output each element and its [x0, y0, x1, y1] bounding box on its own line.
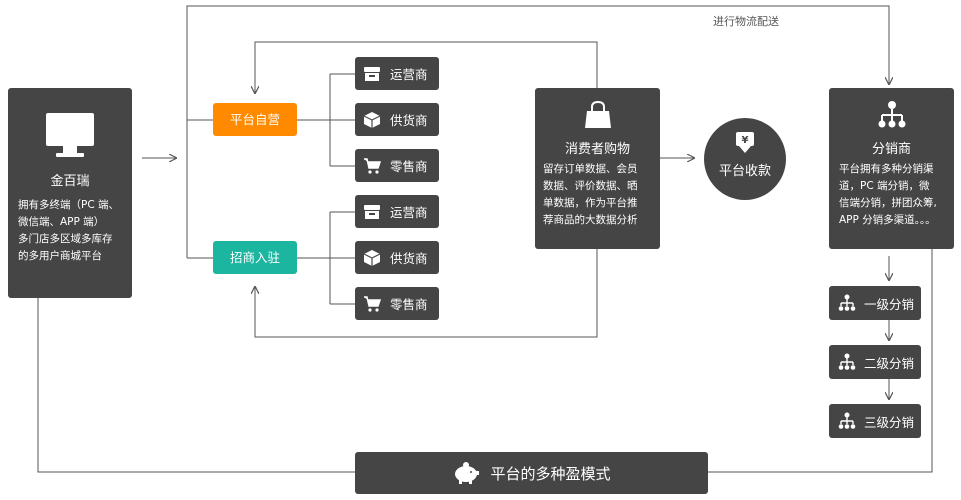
platform-desc-line: 的多用户商城平台 [18, 250, 102, 262]
merchant-tag: 招商入驻 [213, 241, 297, 274]
consumer-box: 消费者购物 留存订单数据、会员 数据、评价数据、晒 单数据，作为平台推 荐商品的… [535, 88, 660, 249]
consumer-title: 消费者购物 [564, 142, 630, 157]
level-label: 一级分销 [864, 296, 915, 312]
store-icon [364, 204, 380, 219]
platform-box: 金百瑞 拥有多终端（PC 端、 微信端、APP 端） 多门店多区域多库存 的多用… [8, 88, 132, 298]
item-label: 运营商 [390, 205, 428, 220]
self-op-supplier: 供货商 [355, 103, 439, 136]
level-3-box: 三级分销 [829, 404, 921, 438]
cart-icon [364, 157, 381, 174]
payment-circle: ¥ 平台收款 [704, 118, 786, 200]
consumer-desc-line: 单数据，作为平台推 [543, 197, 638, 209]
level-label: 二级分销 [864, 355, 915, 371]
self-operated-tag: 平台自营 [213, 103, 297, 136]
platform-desc-line: 多门店多区域多库存 [18, 233, 113, 245]
svg-text:¥: ¥ [742, 135, 749, 146]
shopping-bag-icon [584, 100, 611, 128]
level-1-box: 一级分销 [829, 286, 921, 320]
box-icon [363, 249, 381, 266]
network-icon [878, 101, 905, 128]
merchant-supplier: 供货商 [355, 241, 439, 274]
merchant-operator: 运营商 [355, 195, 439, 228]
yen-icon: ¥ [736, 132, 754, 153]
self-op-operator: 运营商 [355, 57, 439, 90]
monitor-icon [46, 113, 94, 157]
network-icon [838, 353, 856, 370]
consumer-desc-line: 荐商品的大数据分析 [543, 214, 638, 226]
level-label: 三级分销 [864, 414, 915, 430]
platform-name: 金百瑞 [50, 174, 90, 189]
platform-desc-line: 拥有多终端（PC 端、 [18, 199, 120, 211]
distributor-title: 分销商 [871, 142, 911, 157]
distributor-box: 分销商 平台拥有多种分销渠 道，PC 端分销，微 信端分销，拼团众筹, APP … [829, 88, 954, 249]
logistics-note: 进行物流配送 [713, 15, 779, 28]
item-label: 零售商 [390, 159, 428, 174]
item-label: 运营商 [390, 67, 428, 82]
distributor-desc-line: 信端分销，拼团众筹, [839, 197, 937, 209]
distributor-desc-line: 平台拥有多种分销渠 [839, 163, 934, 175]
cart-icon [364, 295, 381, 312]
platform-desc-line: 微信端、APP 端） [18, 216, 105, 228]
level-2-box: 二级分销 [829, 345, 921, 379]
item-label: 供货商 [390, 251, 428, 266]
profit-model-label: 平台的多种盈模式 [490, 464, 611, 483]
distributor-desc-line: APP 分销多渠道。。。 [839, 214, 936, 226]
store-icon [364, 66, 380, 81]
consumer-desc-line: 留存订单数据、会员 [543, 163, 638, 175]
piggy-bank-icon [455, 462, 480, 484]
self-op-retailer: 零售商 [355, 149, 439, 182]
merchant-retailer: 零售商 [355, 287, 439, 320]
network-icon [838, 412, 856, 429]
item-label: 供货商 [390, 113, 428, 128]
consumer-desc-line: 数据、评价数据、晒 [543, 180, 638, 192]
network-icon [838, 294, 856, 311]
profit-model-bar: 平台的多种盈模式 [355, 452, 708, 494]
distributor-desc-line: 道，PC 端分销，微 [839, 180, 930, 192]
payment-label: 平台收款 [718, 164, 771, 179]
box-icon [363, 111, 381, 128]
item-label: 零售商 [390, 297, 428, 312]
